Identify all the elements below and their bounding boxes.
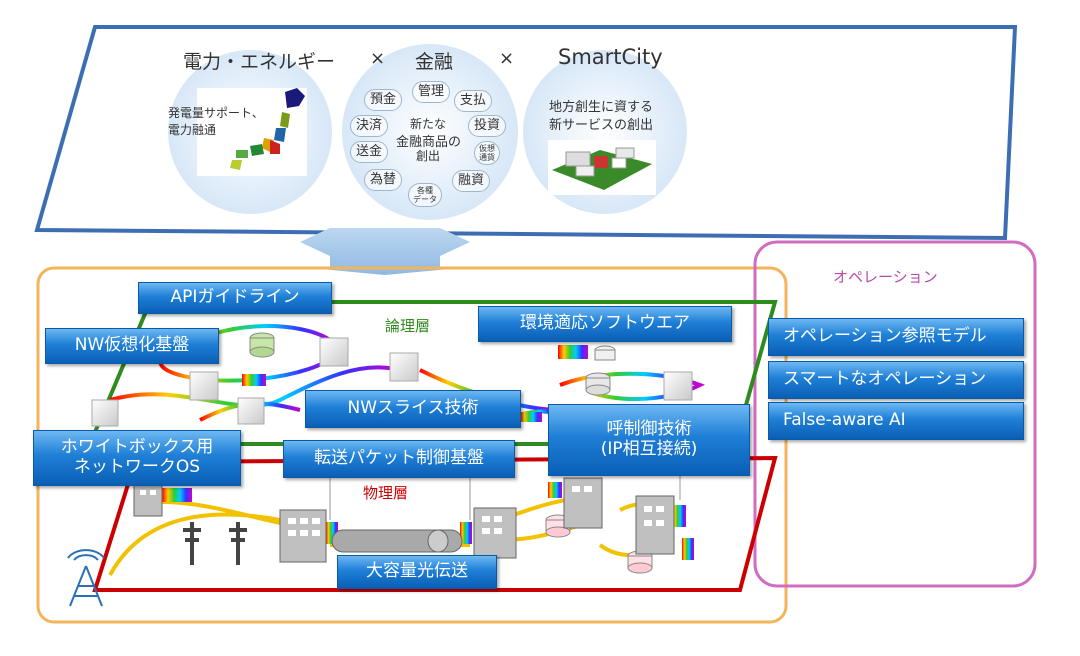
rainbow-bars (162, 345, 694, 560)
city-caption-line2: 新サービスの創出 (549, 118, 654, 133)
operation-item-smart-operation: スマートなオペレーション (768, 361, 1024, 399)
call-control-label: 呼制御技術 (IP相互接続) (548, 404, 750, 476)
operation-item-false-aware-ai: False-aware AI (768, 402, 1024, 440)
finance-item-manage: 管理 (412, 81, 451, 103)
antenna-tower-icon (67, 549, 105, 607)
various-data-line1: 各種 (417, 186, 433, 195)
up-down-arrow (300, 228, 470, 275)
finance-item-various-data: 各種 データ (408, 183, 442, 207)
virtual-currency-line2: 通貨 (479, 153, 495, 162)
energy-caption-line2: 電力融通 (168, 123, 217, 137)
operation-panel (753, 240, 1037, 588)
call-control-line1: 呼制御技術 (606, 419, 692, 440)
banner-heading-times-1: × (370, 48, 386, 69)
finance-item-settlement: 決済 (350, 115, 389, 137)
finance-item-virtual-currency: 仮想 通貨 (474, 141, 500, 165)
japan-map-icon (230, 88, 305, 170)
operation-title: オペレーション (833, 268, 938, 286)
nw-virtualization-label: NW仮想化基盤 (45, 328, 219, 364)
whitebox-os-line1: ホワイトボックス用 (60, 437, 214, 458)
whitebox-os-label: ホワイトボックス用 ネットワークOS (33, 430, 241, 486)
finance-item-financing: 融資 (452, 170, 491, 192)
finance-center-line3: 創出 (416, 149, 441, 163)
call-control-line2: (IP相互接続) (600, 439, 698, 459)
banner-heading-smartcity: SmartCity (558, 45, 663, 69)
banner-heading-times-2: × (499, 48, 515, 69)
whitebox-os-line2: ネットワークOS (73, 457, 201, 477)
optical-transport-label: 大容量光伝送 (337, 555, 497, 589)
finance-center-line1: 新たな (410, 117, 447, 131)
banner-heading-finance: 金融 (415, 51, 454, 73)
adaptive-software-label: 環境適応ソフトウエア (478, 306, 732, 342)
physical-layer-label: 物理層 (363, 484, 409, 502)
banner-heading-energy: 電力・エネルギー (183, 51, 336, 73)
logical-nodes (91, 337, 693, 427)
various-data-line2: データ (413, 195, 437, 204)
energy-caption-line1: 発電量サポート、 (168, 106, 264, 120)
finance-center-line2: 金融商品の (396, 135, 462, 150)
finance-item-exchange: 為替 (364, 169, 403, 191)
finance-item-remittance: 送金 (350, 141, 389, 163)
finance-item-payment: 支払 (454, 90, 493, 112)
city-caption-line1: 地方創生に資する (549, 100, 654, 115)
smartcity-icon (552, 147, 652, 190)
api-guideline-label: APIガイドライン (138, 282, 332, 314)
transfer-packet-label: 転送パケット制御基盤 (283, 440, 515, 478)
operation-item-reference-model: オペレーション参照モデル (768, 318, 1024, 356)
logical-layer-label: 論理層 (385, 317, 431, 335)
virtual-currency-line1: 仮想 (479, 144, 495, 153)
finance-item-investment: 投資 (468, 115, 507, 137)
utility-poles (183, 522, 247, 565)
finance-item-deposit: 預金 (364, 89, 403, 111)
nw-slice-label: NWスライス技術 (305, 390, 521, 428)
